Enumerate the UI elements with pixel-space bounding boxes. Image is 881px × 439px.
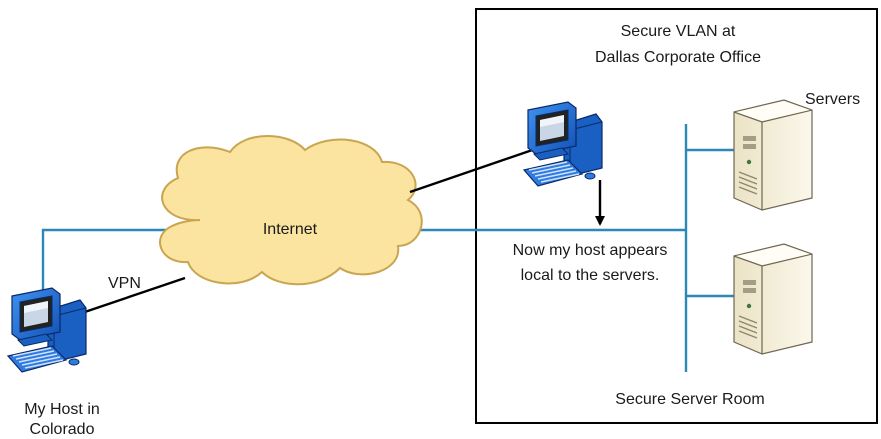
- appears-line1: Now my host appears: [513, 242, 668, 259]
- host-label-line1: My Host in: [24, 401, 100, 418]
- appears-line2: local to the servers.: [521, 267, 660, 284]
- vlan-title-line2: Dallas Corporate Office: [595, 49, 761, 66]
- cloud-icon: [159, 135, 423, 286]
- server-icon: [733, 99, 813, 211]
- vlan-title-line1: Secure VLAN at: [621, 23, 736, 40]
- computer-icon: [7, 287, 87, 373]
- corporate-office-box: [475, 8, 878, 424]
- network-links: [41, 124, 734, 372]
- server-icon: [733, 243, 813, 355]
- servers-label: Servers: [805, 91, 860, 108]
- tunnel-arrow: [409, 143, 546, 194]
- host-to-internet-link: [41, 228, 168, 292]
- internet-label: Internet: [263, 221, 318, 238]
- host-label-line2: Colorado: [30, 421, 95, 438]
- room-label: Secure Server Room: [615, 391, 764, 408]
- vpn-tunnel-line: [69, 276, 186, 319]
- vpn-label: VPN: [108, 275, 141, 292]
